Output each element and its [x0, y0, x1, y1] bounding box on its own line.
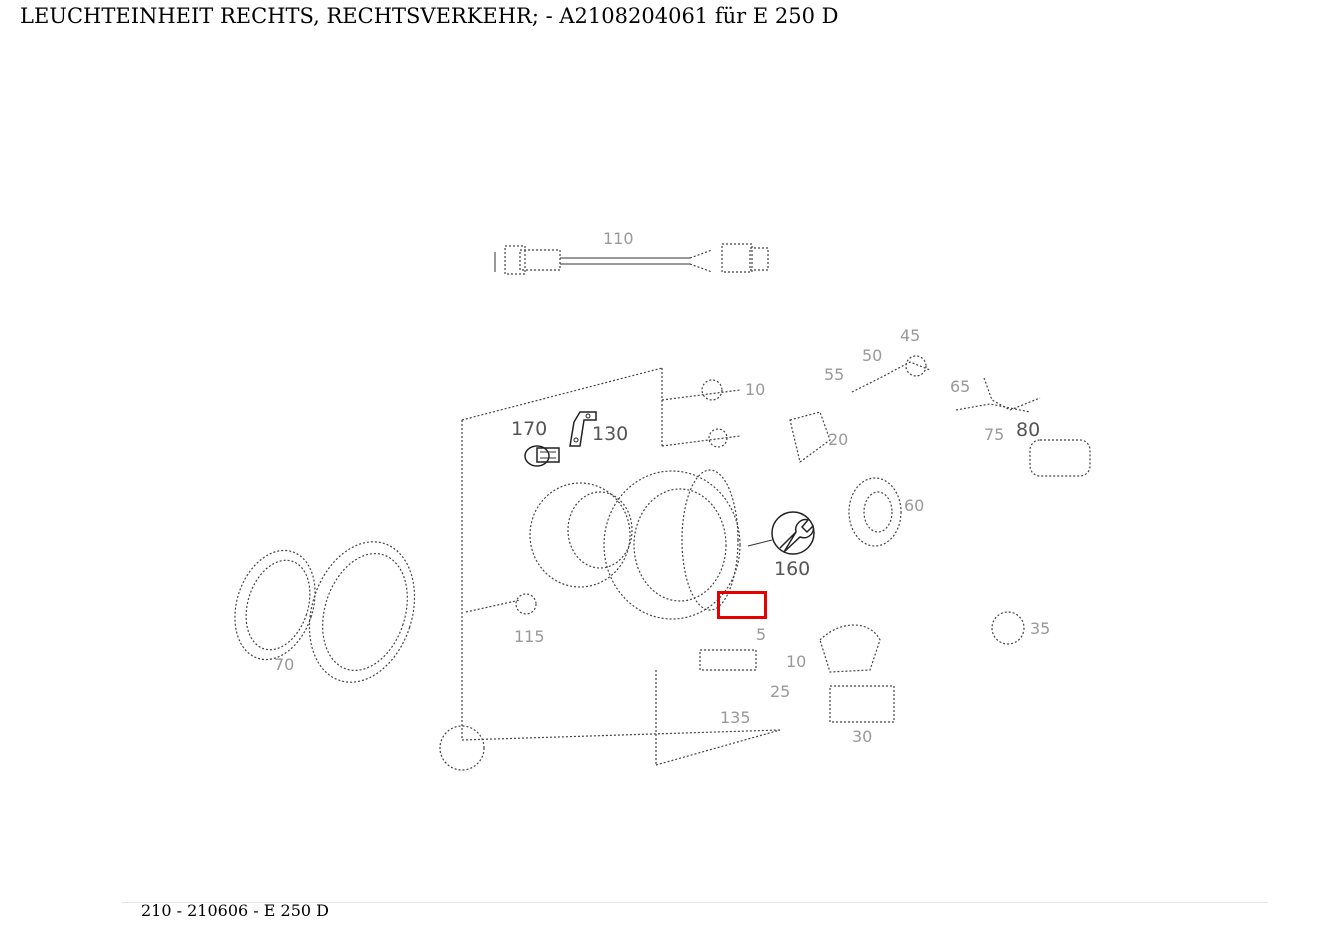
label-130: 130 — [592, 423, 628, 445]
svg-text:30: 30 — [852, 727, 872, 746]
svg-text:50: 50 — [862, 346, 882, 365]
label-45: 45 — [900, 326, 920, 345]
svg-text:20: 20 — [828, 430, 848, 449]
frame-outline — [461, 367, 781, 766]
bolt-170[interactable]: 170 — [511, 418, 560, 467]
svg-text:10: 10 — [745, 380, 765, 399]
wiring-harness[interactable]: 110 — [494, 229, 769, 275]
svg-text:35: 35 — [1030, 619, 1050, 638]
footer-divider — [122, 902, 1268, 903]
small-parts-top: 45 50 55 10 20 65 — [701, 326, 970, 464]
svg-text:110: 110 — [603, 229, 634, 248]
svg-text:5: 5 — [756, 625, 766, 644]
bracket-130[interactable]: 130 — [569, 411, 628, 447]
svg-text:25: 25 — [770, 682, 790, 701]
label-160: 160 — [774, 558, 810, 580]
bulb-holder-ring: 60 — [848, 477, 924, 547]
label-80: 80 — [1016, 419, 1040, 441]
svg-text:70: 70 — [274, 655, 294, 674]
small-parts-bottom: 115 10 25 135 30 35 5 — [439, 593, 1050, 771]
svg-text:115: 115 — [514, 627, 545, 646]
svg-text:135: 135 — [720, 708, 751, 727]
svg-text:75: 75 — [984, 425, 1004, 444]
page-title: LEUCHTEINHEIT RECHTS, RECHTSVERKEHR; - A… — [20, 4, 839, 28]
svg-text:55: 55 — [824, 365, 844, 384]
svg-text:65: 65 — [950, 377, 970, 396]
label-170: 170 — [511, 418, 547, 440]
svg-text:60: 60 — [904, 496, 924, 515]
headlamp-reflector[interactable] — [529, 469, 741, 620]
tool-160[interactable]: 160 — [747, 511, 815, 580]
svg-text:10: 10 — [786, 652, 806, 671]
connector-right: 75 80 — [955, 377, 1091, 477]
footer-caption: 210 - 210606 - E 250 D — [141, 901, 329, 920]
lens-rings[interactable]: 70 — [222, 528, 432, 696]
selected-part-highlight[interactable] — [717, 591, 767, 619]
wrench-icon — [771, 511, 815, 555]
